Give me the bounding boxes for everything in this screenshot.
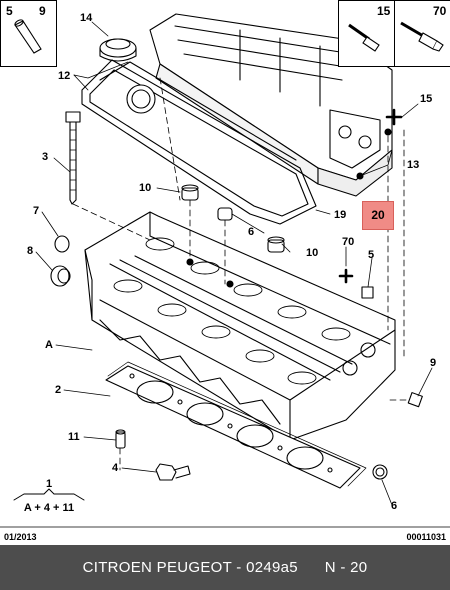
small-parts	[115, 429, 388, 481]
marker-5	[361, 286, 374, 299]
corner-label-5: 5	[6, 4, 13, 18]
legend-box-top-right: 15 70	[338, 0, 450, 67]
callout-15: 15	[420, 93, 433, 105]
legend-box-top-left: 5 9	[0, 0, 57, 67]
revision-date: 01/2013	[4, 532, 37, 542]
oil-cap	[99, 38, 137, 62]
footer-spacer	[298, 559, 325, 576]
callout-2: 2	[55, 384, 62, 396]
callout-6-bottom: 6	[391, 500, 398, 512]
exploded-view-drawing	[0, 13, 450, 528]
dashed-guides	[72, 77, 411, 471]
callout-11: 11	[68, 431, 80, 443]
cover-gasket	[81, 59, 317, 225]
plus-marker-70	[338, 268, 354, 284]
plus-marker-15	[385, 108, 403, 126]
highlighted-part-label: 20	[371, 208, 385, 222]
callout-13: 13	[407, 159, 420, 171]
footer-page: N - 20	[324, 559, 368, 576]
formula-bracket	[13, 488, 85, 501]
document-code: 00011031	[406, 532, 446, 542]
corner-label-15: 15	[377, 4, 391, 18]
seal-plugs	[50, 184, 285, 287]
callout-70: 70	[342, 236, 355, 248]
callout-7: 7	[33, 205, 40, 217]
callout-19: 19	[334, 209, 347, 221]
callout-3: 3	[42, 151, 49, 163]
callout-10-right: 10	[306, 247, 319, 259]
corner-label-9: 9	[39, 4, 46, 18]
corner-label-70: 70	[433, 4, 447, 18]
cylinder-head	[84, 211, 396, 441]
marker-9	[407, 392, 423, 408]
callout-4: 4	[112, 462, 119, 474]
callout-12: 12	[58, 70, 71, 82]
legend-divider	[394, 1, 395, 66]
callout-9: 9	[430, 357, 437, 369]
leader-lines	[35, 21, 433, 506]
footer-bar: CITROEN PEUGEOT - 0249a5 N - 20	[0, 545, 450, 590]
head-bolt	[65, 111, 81, 205]
sleeve-icon	[14, 19, 42, 54]
highlighted-part-20[interactable]: 20	[362, 201, 394, 230]
callout-6-middle: 6	[248, 226, 255, 238]
formula-expression: A + 4 + 11	[23, 502, 75, 514]
callout-10-top: 10	[139, 182, 152, 194]
bolt-icons	[348, 21, 444, 52]
callout-8: 8	[27, 245, 34, 257]
formula-top: 1	[45, 478, 53, 490]
valve-cover	[149, 13, 393, 197]
callout-5: 5	[368, 249, 375, 261]
callout-A: A	[45, 339, 53, 351]
assembly-formula: 1 A + 4 + 11	[6, 478, 92, 514]
footer-title: CITROEN PEUGEOT - 0249a5	[82, 559, 298, 576]
head-gasket	[105, 361, 367, 489]
callout-14: 14	[80, 12, 93, 24]
